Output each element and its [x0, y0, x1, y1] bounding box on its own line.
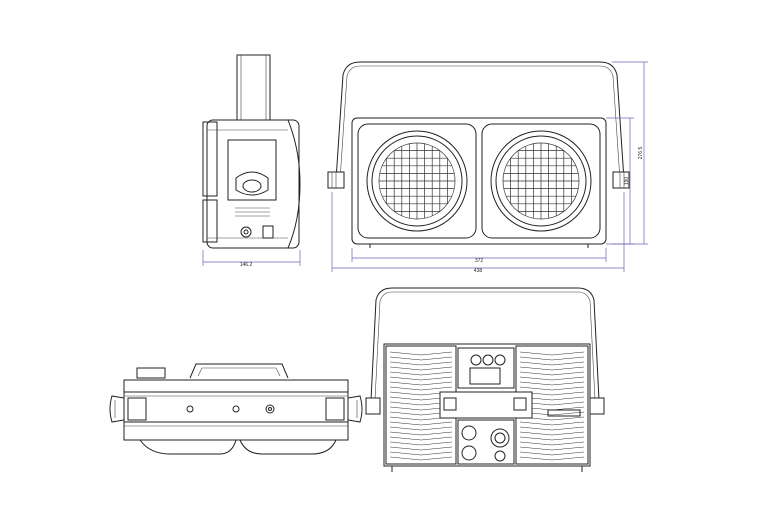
rear-view [365, 287, 605, 472]
lens-grid-right [502, 142, 580, 220]
top-view [109, 363, 363, 455]
front-inner-width-label: 372 [475, 258, 484, 264]
side-view: 146.2 [202, 54, 301, 268]
lens-grid-left [378, 142, 456, 220]
front-inner-height-label: 190 [624, 177, 630, 186]
front-view: 372 438 190 276.5 [327, 61, 648, 274]
cooling-fins-right [519, 351, 585, 461]
side-depth-label: 146.2 [240, 262, 253, 268]
front-total-height-label: 276.5 [638, 147, 644, 160]
front-total-width-label: 438 [474, 268, 483, 274]
